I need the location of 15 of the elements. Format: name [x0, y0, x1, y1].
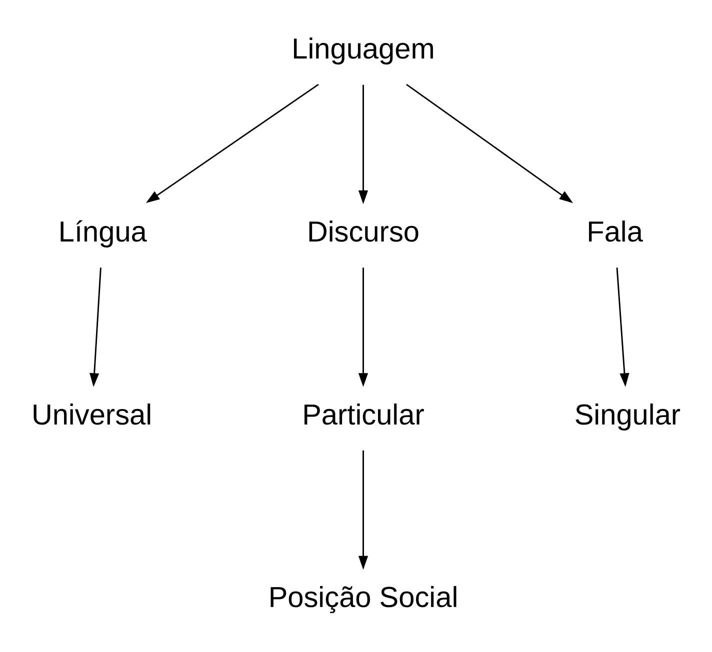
node-text: Universal — [31, 399, 152, 432]
arrow — [146, 84, 319, 204]
arrow — [616, 268, 630, 387]
node-text: Singular — [574, 399, 681, 432]
arrow — [358, 84, 368, 204]
arrow — [406, 84, 574, 204]
arrow — [358, 268, 368, 387]
node-text: Discurso — [306, 216, 420, 248]
node-text: Particular — [302, 399, 424, 432]
arrow — [358, 450, 368, 570]
arrow — [90, 268, 102, 387]
node-text: Posição Social — [268, 582, 458, 614]
node-text: Língua — [58, 216, 147, 248]
node-text: Linguagem — [292, 34, 435, 66]
node-text: Fala — [586, 216, 643, 248]
